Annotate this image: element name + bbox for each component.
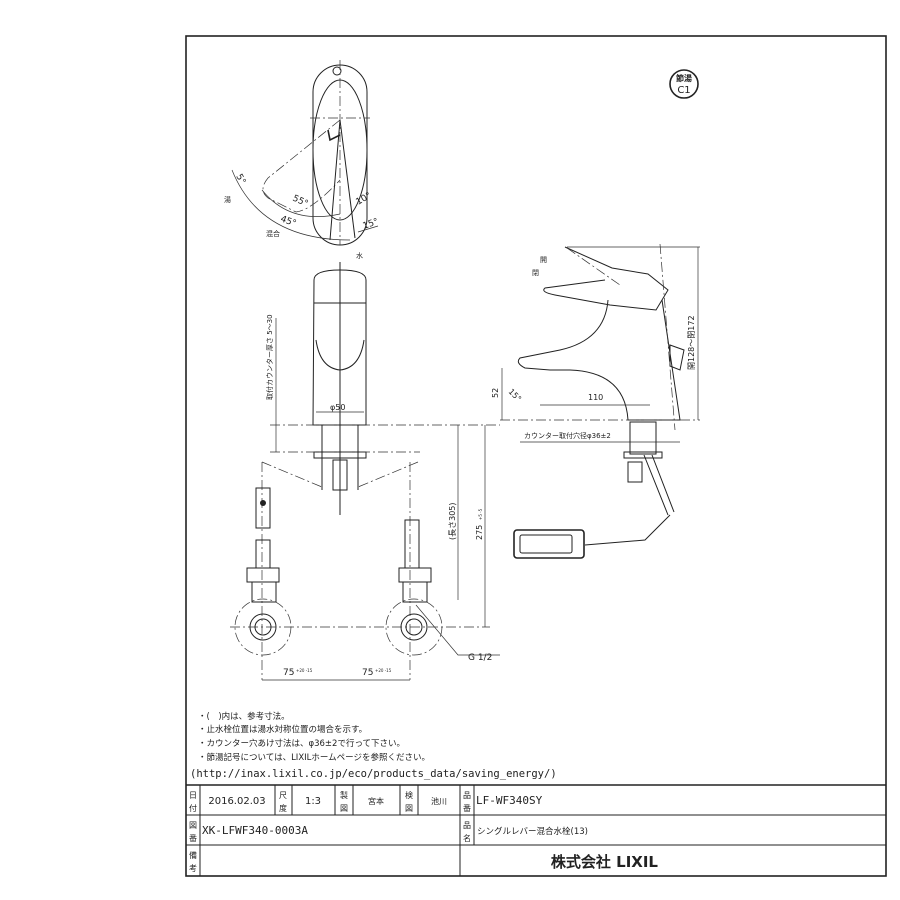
hose-length-label: (長さ305) [448, 502, 457, 540]
product-no-label: 品 [463, 791, 471, 800]
drawn-label: 製 [340, 790, 348, 800]
side-height-label: 開128～閉172 [687, 315, 696, 370]
badge-top-text: 節湯 [676, 73, 692, 83]
drawing-no-label: 図 [189, 821, 197, 830]
title-block: 日 付 2016.02.03 尺 度 1:3 製 図 宮本 検 図 池川 品 番… [186, 784, 886, 876]
front-view: 取付カウンター厚さ 5～30 φ50 (長さ305) 275 +5 -5 G 1… [230, 262, 500, 681]
spout-height-label: 52 [491, 388, 500, 398]
top-view: 5° 55° 45° 10° 15° 湯 混合 水 [224, 60, 380, 260]
close-label: 閉 [532, 269, 539, 277]
cold-label: 水 [356, 251, 363, 260]
pitch-left-tolerance: +20 -15 [296, 668, 313, 673]
mix-label: 混合 [266, 229, 280, 238]
open-label: 開 [540, 256, 547, 264]
notes: ・( )内は、参考寸法。 ・止水栓位置は湯水対称位置の場合を示す。 ・カウンター… [190, 711, 557, 780]
side-view: 開128～閉172 開 閉 52 110 15° カウンター取付穴径φ36±2 [491, 243, 700, 559]
date-label: 日 [189, 791, 197, 800]
product-no-label-2: 番 [463, 803, 471, 813]
right-stop-valve [385, 519, 443, 656]
sheet-border [185, 35, 887, 877]
thread-label: G 1/2 [468, 653, 492, 663]
scale-value: 1:3 [305, 796, 321, 807]
note-3: ・カウンター穴あけ寸法は、φ36±2で行って下さい。 [198, 738, 405, 749]
pitch-right-label: 75 [362, 668, 373, 678]
scale-label-2: 度 [279, 803, 287, 813]
scale-label: 尺 [279, 791, 287, 800]
diameter-label: φ50 [330, 403, 345, 412]
checked-label: 検 [405, 790, 413, 800]
angle-45-label: 45° [279, 214, 297, 229]
checked-label-2: 図 [405, 804, 413, 813]
checked-by: 池川 [431, 796, 447, 806]
product-name: シングルレバー混合水栓(13) [477, 826, 588, 837]
left-stop-valve [234, 487, 292, 656]
counter-thickness-label: 取付カウンター厚さ 5～30 [265, 314, 274, 400]
note-url: (http://inax.lixil.co.jp/eco/products_da… [190, 768, 557, 780]
drawn-label-2: 図 [340, 804, 348, 813]
controller-box [513, 529, 585, 559]
badge-bottom-text: C1 [677, 85, 690, 96]
water-saving-badge: 節湯 C1 [669, 69, 699, 99]
drawing-no: XK-LFWF340-0003A [202, 824, 308, 837]
reach-label: 110 [588, 393, 603, 402]
note-4: ・節湯記号については、LIXILホームページを参照ください。 [198, 752, 430, 763]
date-label-2: 付 [189, 803, 197, 813]
note-2: ・止水栓位置は湯水対称位置の場合を示す。 [198, 724, 367, 735]
drawn-by: 宮本 [368, 796, 384, 806]
hot-label: 湯 [224, 195, 231, 204]
height-275-label: 275 [475, 525, 484, 540]
company-logo: 株式会社 LIXIL [551, 853, 659, 871]
remarks-label: 備 [189, 850, 197, 860]
angle-5-label: 5° [233, 173, 247, 187]
pitch-right-tolerance: +20 -15 [375, 668, 392, 673]
counter-hole-label: カウンター取付穴径φ36±2 [524, 431, 611, 440]
drawing-no-label-2: 番 [189, 833, 197, 843]
remarks-label-2: 考 [189, 864, 197, 873]
angle-10-label: 10° [355, 191, 374, 208]
product-name-label: 品 [463, 821, 471, 830]
date-value: 2016.02.03 [208, 796, 265, 807]
spout-angle-label: 15° [507, 387, 523, 403]
note-1: ・( )内は、参考寸法。 [198, 711, 290, 722]
angle-15-label: 15° [362, 217, 380, 232]
height-275-tolerance: +5 -5 [478, 508, 483, 520]
product-no: LF-WF340SY [476, 794, 543, 807]
product-name-label-2: 名 [463, 833, 471, 843]
angle-55-label: 55° [291, 194, 310, 210]
pitch-left-label: 75 [283, 668, 294, 678]
